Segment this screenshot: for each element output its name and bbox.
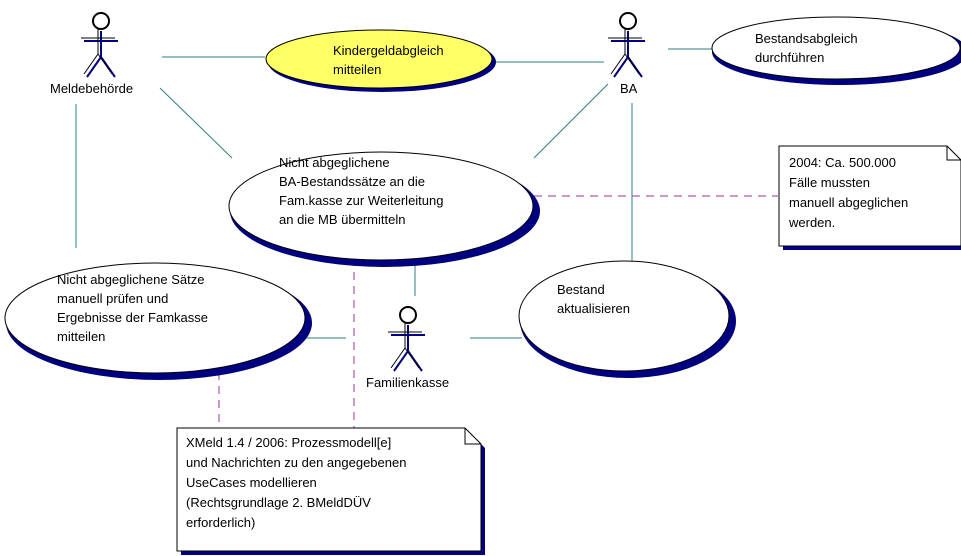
use-case-nicht-abgeglichen-saetze-line-1: Nicht abgeglichene Sätze bbox=[57, 272, 205, 287]
note-links bbox=[218, 195, 778, 428]
use-case-kindergeldabgleich-line-1: Kindergeldabgleich bbox=[333, 43, 444, 58]
actor-familienkasse-figure[interactable] bbox=[388, 306, 425, 372]
use-case-bestandsabgleich[interactable] bbox=[711, 16, 961, 85]
assoc-meldebehoerde-nicht-abgeglichen-ba bbox=[159, 87, 233, 159]
actor-ba-figure[interactable] bbox=[608, 12, 645, 78]
use-case-bestandsabgleich-line-1: Bestandsabgleich bbox=[755, 31, 858, 46]
note-xmeld-line-1: XMeld 1.4 / 2006: Prozessmodell[e] bbox=[186, 435, 392, 450]
use-case-kindergeldabgleich[interactable] bbox=[265, 29, 496, 92]
note-2004-line-1: 2004: Ca. 500.000 bbox=[789, 155, 896, 170]
use-case-nicht-abgeglichen-saetze-line-4: mitteilen bbox=[57, 329, 106, 344]
note-xmeld-line-5: erforderlich) bbox=[186, 515, 256, 530]
use-case-nicht-abgeglichen-saetze-line-3: Ergebnisse der Famkasse bbox=[57, 310, 209, 325]
note-xmeld-line-3: UseCases modellieren bbox=[186, 475, 317, 490]
note-2004-line-2: Fälle mussten bbox=[789, 175, 870, 190]
actor-meldebehoerde-label: Meldebehörde bbox=[50, 81, 134, 96]
note-2004-text: 2004: Ca. 500.000 Fälle mussten manuell … bbox=[789, 153, 908, 233]
use-case-nicht-abgeglichen-ba-line-4: an die MB übermitteln bbox=[279, 212, 406, 227]
actor-ba-label: BA bbox=[620, 81, 638, 96]
actor-meldebehoerde-figure[interactable] bbox=[81, 12, 118, 78]
note-xmeld-shape[interactable] bbox=[176, 427, 485, 555]
use-case-nicht-abgeglichen-ba-label: Nicht abgeglichene BA-Bestandssätze an d… bbox=[279, 153, 444, 229]
note-xmeld-line-4: (Rechtsgrundlage 2. BMeldDÜV bbox=[186, 495, 371, 510]
use-case-kindergeldabgleich-line-2: mitteilen bbox=[333, 62, 382, 77]
use-case-nicht-abgeglichen-ba-line-3: Fam.kasse zur Weiterleitung bbox=[279, 193, 444, 208]
use-case-nicht-abgeglichen-saetze-label: Nicht abgeglichene Sätze manuell prüfen … bbox=[57, 270, 208, 346]
note-2004-shape[interactable] bbox=[778, 145, 961, 250]
use-case-nicht-abgeglichen-ba[interactable] bbox=[228, 151, 540, 267]
associations bbox=[75, 48, 712, 339]
use-case-kindergeldabgleich-label: Kindergeldabgleich mitteilen bbox=[333, 41, 444, 79]
use-case-bestand-aktualisieren-line-2: aktualisieren bbox=[557, 301, 630, 316]
use-case-bestand-aktualisieren-line-1: Bestand bbox=[557, 282, 605, 297]
use-case-bestandsabgleich-label: Bestandsabgleich durchführen bbox=[755, 29, 858, 67]
use-case-bestand-aktualisieren-label: Bestand aktualisieren bbox=[557, 280, 630, 318]
use-case-nicht-abgeglichen-ba-line-1: Nicht abgeglichene bbox=[279, 155, 390, 170]
note-xmeld-text: XMeld 1.4 / 2006: Prozessmodell[e] und N… bbox=[186, 433, 406, 533]
assoc-ba-nicht-abgeglichen-ba bbox=[533, 83, 609, 159]
note-2004-line-3: manuell abgeglichen bbox=[789, 195, 909, 210]
note-2004-line-4: werden. bbox=[789, 215, 836, 230]
use-case-bestandsabgleich-line-2: durchführen bbox=[755, 50, 825, 65]
note-xmeld-line-2: und Nachrichten zu den angegebenen bbox=[186, 455, 407, 470]
use-case-nicht-abgeglichen-saetze[interactable] bbox=[4, 262, 312, 380]
actor-familienkasse-label: Familienkasse bbox=[366, 375, 450, 390]
use-case-bestand-aktualisieren[interactable] bbox=[518, 260, 736, 378]
use-case-nicht-abgeglichen-ba-line-2: BA-Bestandssätze an die bbox=[279, 174, 425, 189]
use-case-nicht-abgeglichen-saetze-line-2: manuell prüfen und bbox=[57, 291, 169, 306]
